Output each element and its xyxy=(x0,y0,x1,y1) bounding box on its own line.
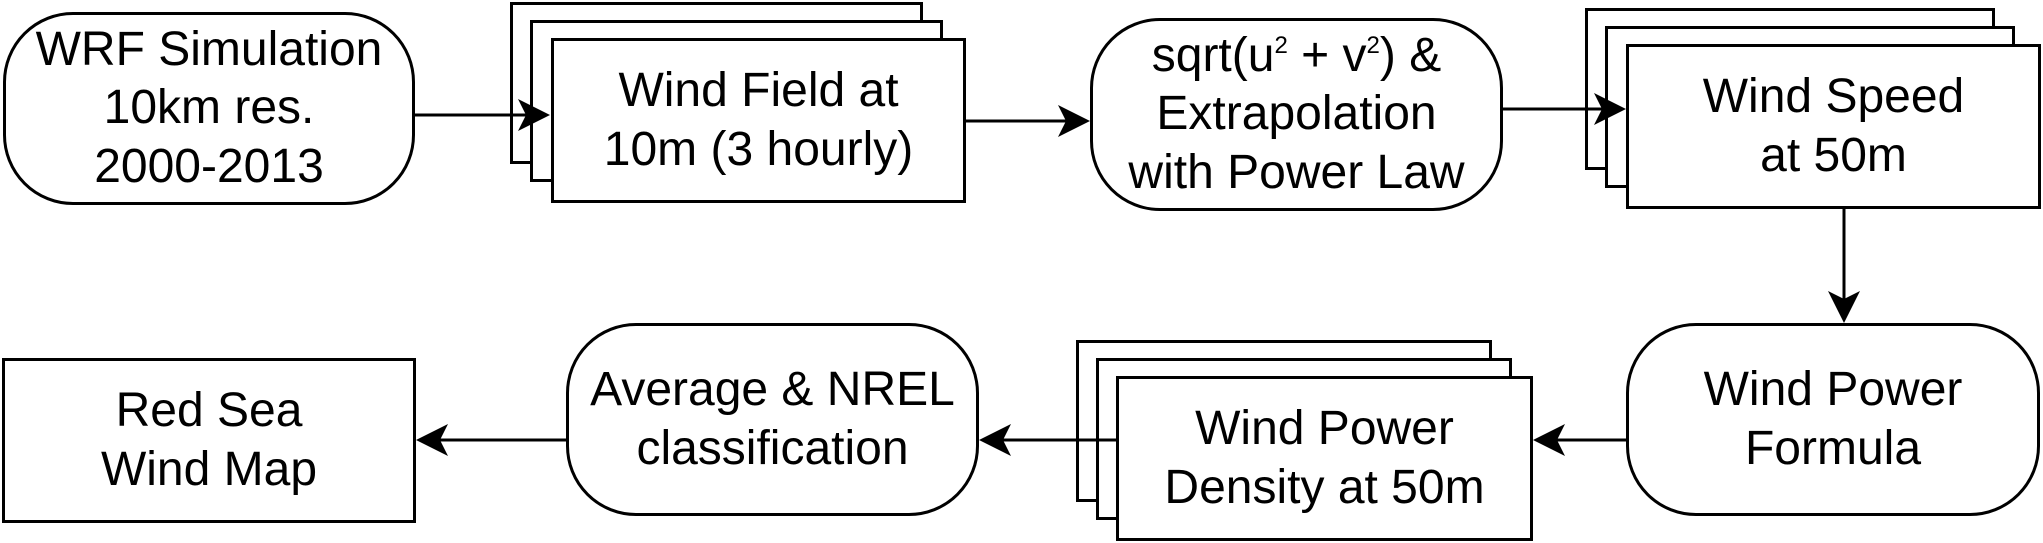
arrowhead-1 xyxy=(518,99,550,131)
red-sea-wind-map-node: Red Sea Wind Map xyxy=(2,358,416,523)
arrowhead-3 xyxy=(1594,93,1626,125)
extrapolation-line-3: with Power Law xyxy=(1128,145,1465,199)
sqrt-text-a: sqrt(u xyxy=(1151,28,1275,82)
arrowhead-4 xyxy=(1828,291,1860,323)
wind-power-density-line-2: Density at 50m xyxy=(1164,460,1485,514)
wrf-line-3: 2000-2013 xyxy=(94,139,324,193)
arrowhead-5 xyxy=(1533,424,1565,456)
sqrt-text-b: + v xyxy=(1287,28,1367,82)
wind-speed-line-1: Wind Speed xyxy=(1702,69,1965,123)
arrowhead-6 xyxy=(979,424,1011,456)
wind-field-node: Wind Field at 10m (3 hourly) xyxy=(551,38,966,203)
red-sea-line-2: Wind Map xyxy=(100,442,318,496)
wrf-line-2: 10km res. xyxy=(103,81,315,135)
wind-power-formula-node: Wind Power Formula xyxy=(1626,323,2040,516)
sqrt-sup-1: 2 xyxy=(1274,31,1288,59)
average-line-1: Average & NREL xyxy=(590,362,955,416)
arrowhead-2 xyxy=(1058,105,1090,137)
extrapolation-line-2: Extrapolation xyxy=(1156,87,1437,141)
sqrt-sup-2: 2 xyxy=(1366,31,1380,59)
average-line-2: classification xyxy=(636,421,909,475)
extrapolation-line-1: sqrt(u2 + v2) & xyxy=(1128,27,1464,86)
extrapolation-node: sqrt(u2 + v2) & Extrapolation with Power… xyxy=(1090,18,1503,211)
wind-power-formula-line-2: Formula xyxy=(1744,421,1922,475)
wrf-line-1: WRF Simulation xyxy=(35,22,383,76)
sqrt-text-c: ) & xyxy=(1379,28,1442,82)
wrf-simulation-node: WRF Simulation 10km res. 2000-2013 xyxy=(3,12,415,205)
red-sea-line-1: Red Sea xyxy=(115,383,303,437)
average-nrel-node: Average & NREL classification xyxy=(566,323,979,516)
wind-speed-node: Wind Speed at 50m xyxy=(1626,44,2041,209)
wind-speed-line-2: at 50m xyxy=(1760,128,1907,182)
arrowhead-7 xyxy=(416,424,448,456)
wind-power-density-node: Wind Power Density at 50m xyxy=(1116,376,1533,541)
wind-power-formula-line-1: Wind Power xyxy=(1703,362,1963,416)
wind-field-line-1: Wind Field at xyxy=(618,63,899,117)
wind-power-density-line-1: Wind Power xyxy=(1195,401,1454,455)
wind-field-line-2: 10m (3 hourly) xyxy=(603,122,914,176)
